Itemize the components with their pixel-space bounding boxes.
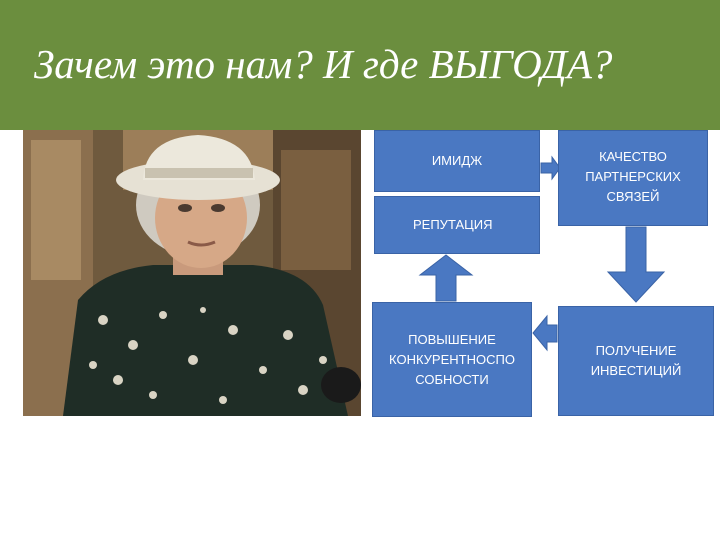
arrow-down-quality-to-investments xyxy=(606,226,666,303)
investments-line-2: ИНВЕСТИЦИЙ xyxy=(590,363,682,378)
partner-quality-box: КАЧЕСТВО ПАРТНЕРСКИХ СВЯЗЕЙ xyxy=(558,130,708,226)
slide-header: Зачем это нам? И где ВЫГОДА? xyxy=(0,0,720,130)
arrow-left-investments-to-competitive xyxy=(532,314,558,352)
investments-box: ПОЛУЧЕНИЕ ИНВЕСТИЦИЙ xyxy=(558,306,714,416)
quality-line-3: СВЯЗЕЙ xyxy=(606,189,660,204)
image-label: ИМИДЖ xyxy=(431,153,483,168)
competitive-line-2: КОНКУРЕНТНОСПО xyxy=(389,351,515,367)
slide-title: Зачем это нам? И где ВЫГОДА? xyxy=(34,41,613,87)
reputation-box: РЕПУТАЦИЯ xyxy=(374,196,540,254)
competitive-line-1: ПОВЫШЕНИЕ xyxy=(408,331,496,347)
competitiveness-box: ПОВЫШЕНИЕ КОНКУРЕНТНОСПО СОБНОСТИ xyxy=(372,302,532,417)
photo-illustration xyxy=(23,130,361,416)
image-box: ИМИДЖ xyxy=(374,130,540,192)
reputation-label: РЕПУТАЦИЯ xyxy=(413,217,493,232)
woman-photo xyxy=(23,130,361,416)
quality-line-2: ПАРТНЕРСКИХ xyxy=(585,169,681,184)
competitive-line-3: СОБНОСТИ xyxy=(415,371,489,387)
quality-line-1: КАЧЕСТВО xyxy=(599,149,667,164)
arrow-up-competitive-to-reputation xyxy=(418,254,474,302)
investments-line-1: ПОЛУЧЕНИЕ xyxy=(595,343,677,358)
